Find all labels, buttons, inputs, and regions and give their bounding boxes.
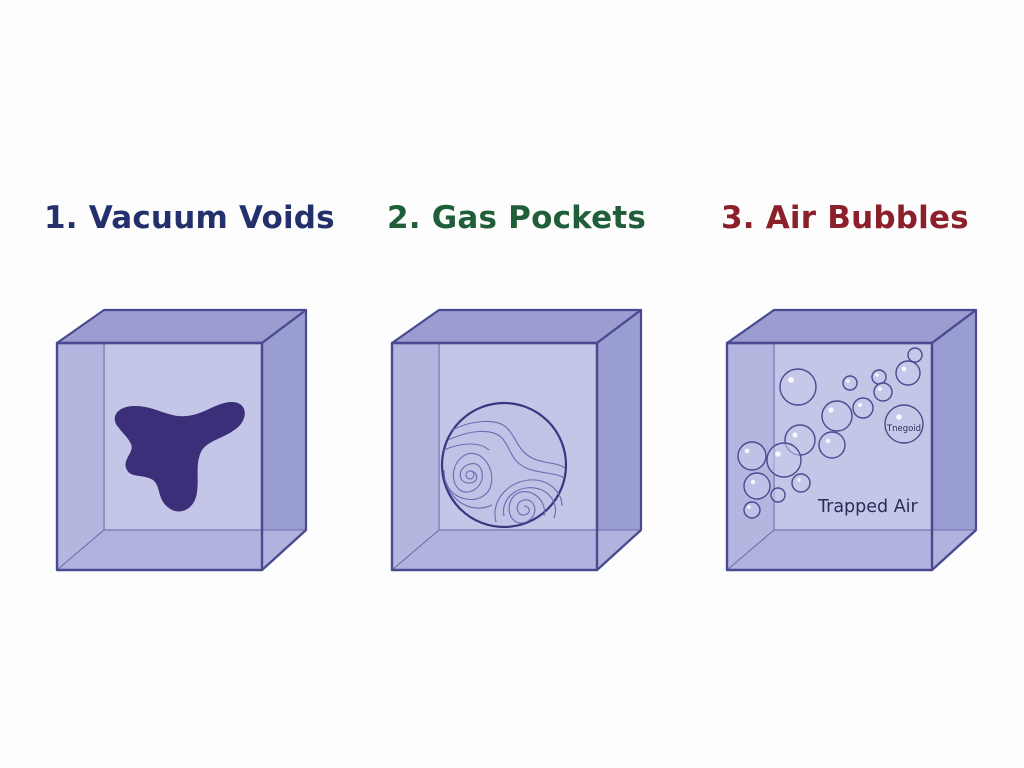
title-air-bubbles: 3. Air Bubbles (721, 200, 969, 236)
cube-vacuum-voids (55, 308, 308, 572)
gas-pocket-circle (440, 401, 568, 529)
bubble-highlights (744, 366, 907, 509)
cube-air-bubbles: Tnegoid Trapped Air (725, 308, 978, 572)
title-gas-pockets: 2. Gas Pockets (387, 200, 647, 236)
vacuum-void-blob (114, 402, 245, 512)
bubble-label: Tnegoid (886, 424, 921, 434)
cube-gas-pockets (390, 308, 643, 572)
air-bubbles-cluster (737, 347, 924, 519)
title-vacuum-voids: 1. Vacuum Voids (44, 200, 335, 236)
trapped-air-label: Trapped Air (817, 497, 919, 517)
